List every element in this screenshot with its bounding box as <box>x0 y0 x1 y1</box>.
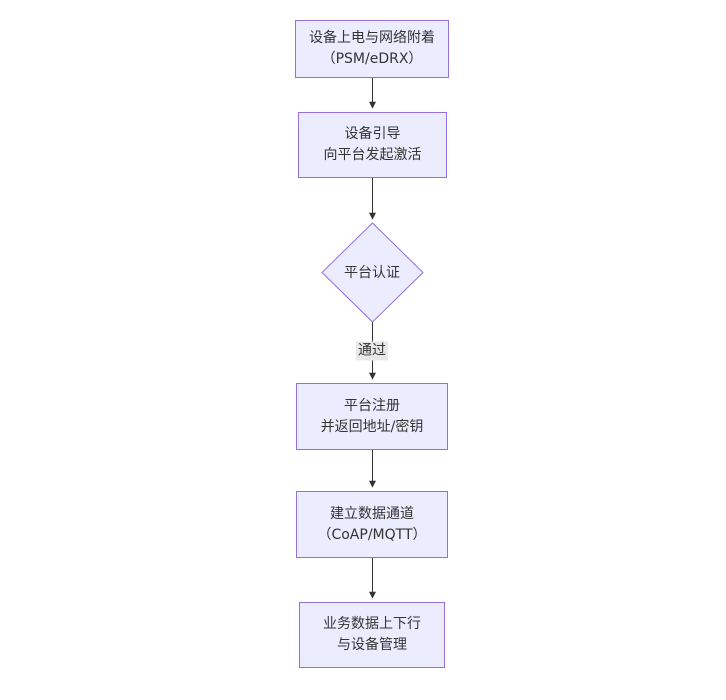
node-power-attach: 设备上电与网络附着 （PSM/eDRX） <box>295 20 449 78</box>
node-platform-auth-label: 平台认证 <box>344 265 400 281</box>
node-bootstrap-line1: 设备引导 <box>344 126 401 142</box>
node-business-data: 业务数据上下行 与设备管理 <box>299 602 445 668</box>
node-business-data-line1: 业务数据上下行 <box>323 616 421 632</box>
node-bootstrap-line2: 向平台发起激活 <box>323 147 422 163</box>
node-data-channel-line1: 建立数据通道 <box>330 505 414 522</box>
edge-label-pass: 通过 <box>356 341 388 361</box>
node-platform-register-line1: 平台注册 <box>344 397 400 414</box>
node-platform-auth-shape <box>321 222 424 323</box>
node-data-channel: 建立数据通道 （CoAP/MQTT） <box>296 491 448 558</box>
node-bootstrap: 设备引导 向平台发起激活 <box>298 112 447 178</box>
node-platform-register: 平台注册 并返回地址/密钥 <box>296 383 448 450</box>
node-power-attach-line2: （PSM/eDRX） <box>321 51 423 67</box>
node-power-attach-line1: 设备上电与网络附着 <box>309 30 435 46</box>
node-platform-register-line2: 并返回地址/密钥 <box>320 418 424 435</box>
node-data-channel-line2: （CoAP/MQTT） <box>317 526 427 543</box>
node-business-data-line2: 与设备管理 <box>337 637 407 653</box>
